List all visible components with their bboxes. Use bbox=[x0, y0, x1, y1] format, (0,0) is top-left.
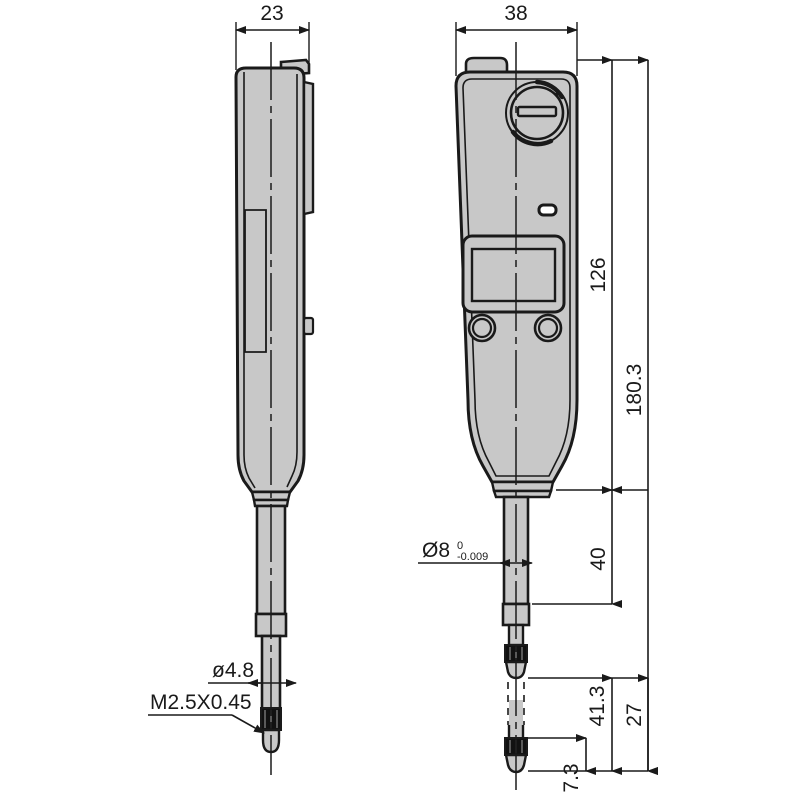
front-view-display-screen bbox=[470, 247, 557, 303]
side-view-upper-side-panel bbox=[302, 80, 315, 216]
callout-stem-diameter: ø4.8 bbox=[208, 659, 297, 687]
callout-shank-diameter: Ø8 0 -0.009 bbox=[418, 539, 533, 567]
dim-label-38: 38 bbox=[504, 2, 527, 25]
front-view-button-right-inner bbox=[537, 317, 559, 339]
dim-label-23: 23 bbox=[260, 2, 283, 25]
front-view-group bbox=[454, 42, 579, 790]
dim-label-7: 7.3 bbox=[560, 763, 583, 792]
dimension-body-height-126: 126 bbox=[587, 56, 622, 494]
dim-label-27: 27 bbox=[623, 703, 646, 726]
side-view-right-seam bbox=[286, 74, 298, 488]
dimension-stem-length-40: 40 bbox=[587, 486, 622, 608]
dim-label-180: 180.3 bbox=[623, 364, 646, 417]
front-view-button-left-inner bbox=[471, 317, 493, 339]
dimension-side-width-23: 23 bbox=[235, 2, 310, 70]
front-view-stem-extended-fill bbox=[509, 700, 523, 738]
side-view-display-recess bbox=[244, 209, 267, 353]
side-view-side-button bbox=[302, 316, 315, 336]
dimension-tip-section-27: 27 bbox=[623, 674, 658, 775]
front-view-top-clip bbox=[464, 56, 509, 76]
front-view-indicator-led bbox=[537, 203, 558, 217]
front-view-knob-arc-top bbox=[534, 79, 565, 100]
front-view-knob-slot bbox=[516, 105, 558, 118]
side-view-body-outline bbox=[234, 66, 306, 494]
callout-label-thread: M2.5X0.45 bbox=[150, 691, 252, 714]
leader-line-thread-angled bbox=[231, 714, 265, 734]
dim-label-41: 41.3 bbox=[586, 686, 609, 727]
front-view-collar-lower bbox=[492, 489, 553, 499]
callout-thread-spec: M2.5X0.45 bbox=[148, 691, 265, 734]
dim-label-40: 40 bbox=[587, 547, 610, 570]
callout-tol-upper: 0 bbox=[457, 540, 463, 552]
dim-label-126: 126 bbox=[587, 257, 610, 292]
side-view-collar-lower bbox=[252, 498, 290, 508]
side-view-group bbox=[234, 42, 315, 775]
callout-tol-lower: -0.009 bbox=[457, 551, 488, 563]
callout-label-shank-dia: Ø8 bbox=[422, 539, 450, 562]
side-view-left-seam bbox=[243, 72, 256, 489]
callout-label-stem-dia: ø4.8 bbox=[212, 659, 254, 682]
dimension-front-width-38: 38 bbox=[455, 2, 578, 76]
front-view-collar-upper bbox=[490, 480, 555, 493]
front-view-knob-index-dot bbox=[555, 92, 559, 96]
dimension-tip-contact-7: 7.3 bbox=[560, 734, 596, 793]
front-view-body-inner-seam bbox=[462, 78, 571, 477]
dimension-total-height-180: 180.3 bbox=[623, 56, 658, 775]
dimension-lower-stem-41: 41.3 bbox=[586, 674, 622, 775]
